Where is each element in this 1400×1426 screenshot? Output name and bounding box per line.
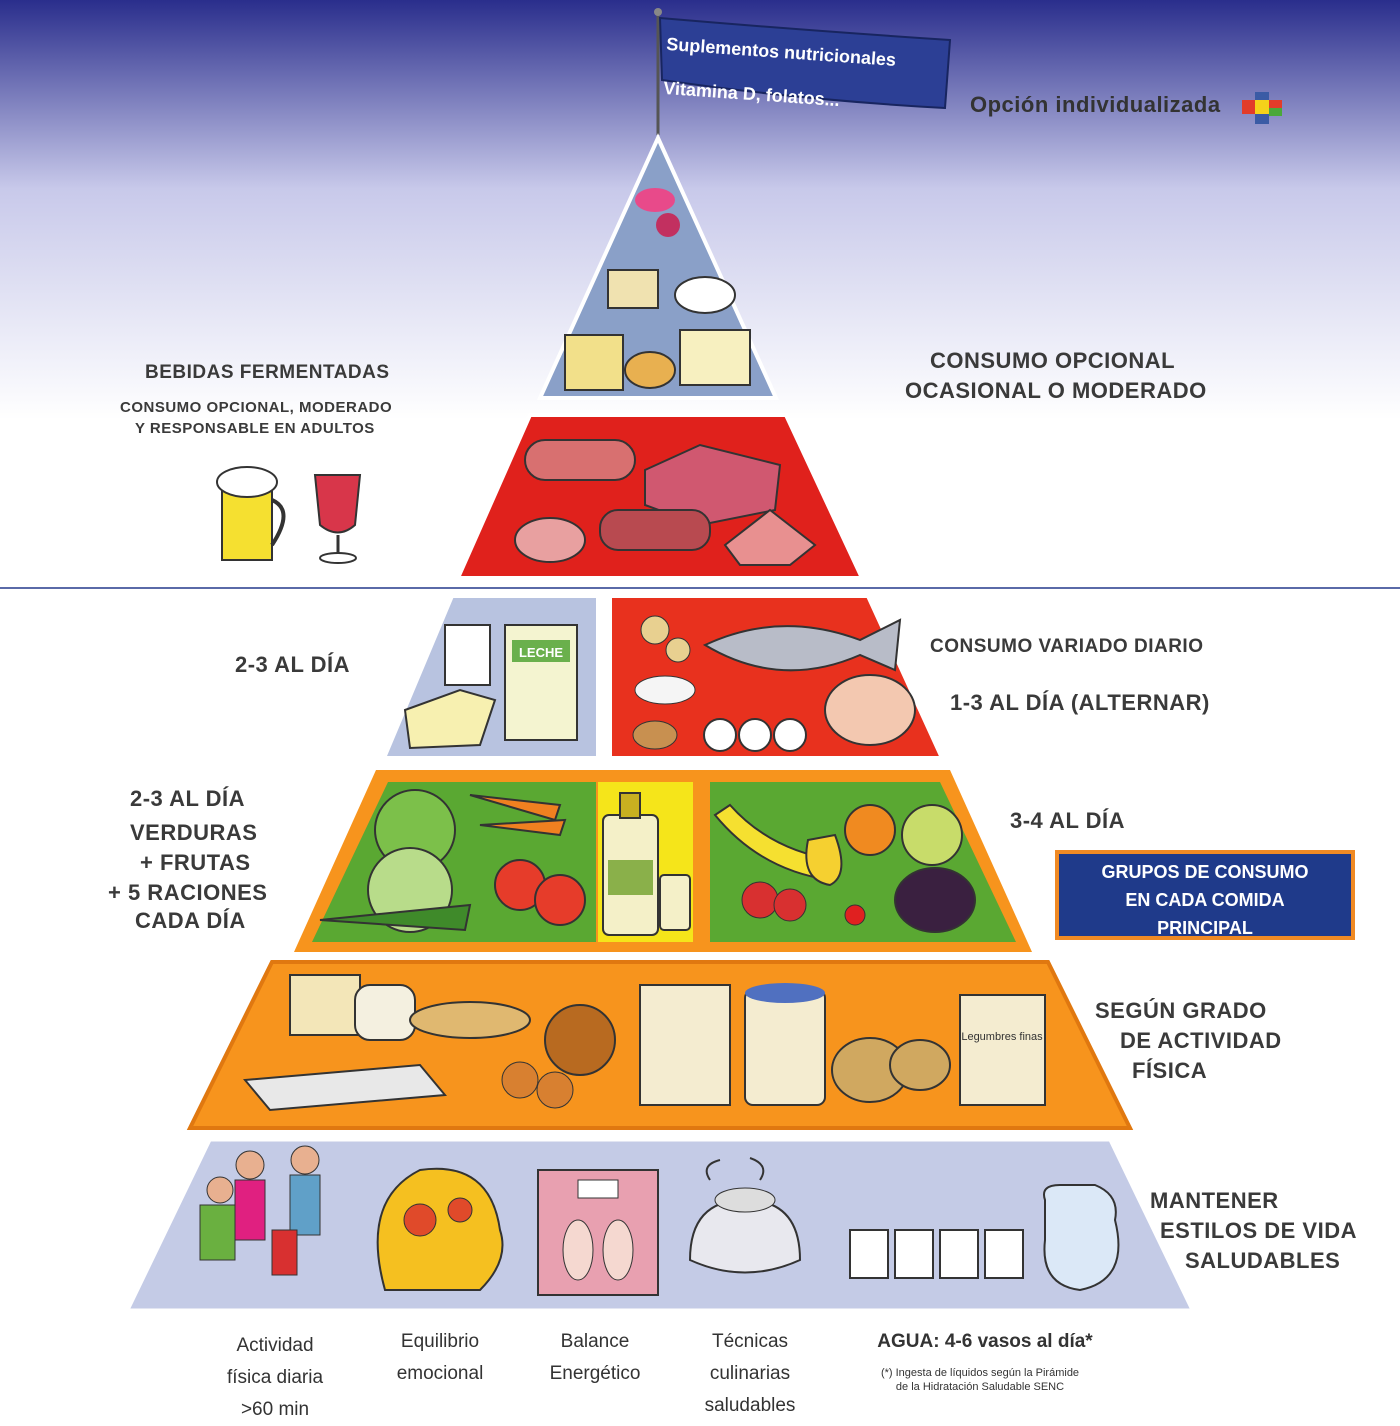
varied-consumption-label: CONSUMO VARIADO DIARIO: [930, 636, 1204, 657]
water-label: AGUA: 4-6 vasos al día*: [877, 1331, 1093, 1352]
veg-label: VERDURAS: [130, 820, 258, 845]
energy-balance-label: Balance Energético: [549, 1331, 641, 1384]
emotional-balance-label: Equilibrio emocional: [396, 1331, 484, 1384]
individual-option-label: Opción individualizada: [970, 92, 1221, 117]
svg-text:LECHE: LECHE: [519, 645, 563, 660]
family-walking-icon: [199, 1145, 321, 1276]
scale-icon: [537, 1169, 659, 1296]
flag-banner: [658, 16, 952, 110]
lifestyle-label-3: SALUDABLES: [1185, 1248, 1341, 1273]
occasional-moderate-label: OCASIONAL O MODERADO: [905, 378, 1207, 403]
meat-items: [514, 439, 817, 566]
physical-activity-label: Actividad física diaria >60 min: [226, 1335, 324, 1420]
groups-per-meal-box: GRUPOS DE CONSUMO EN CADA COMIDA PRINCIP…: [1055, 850, 1355, 940]
each-day-label: CADA DÍA: [135, 908, 246, 933]
flag-pole-top: [654, 8, 662, 16]
beer-and-wine-glasses: [216, 466, 362, 564]
fruits-label: + FRUTAS: [140, 850, 251, 875]
fermented-drinks-desc-1: CONSUMO OPCIONAL, MODERADO: [120, 399, 393, 416]
groups-per-meal-text: GRUPOS DE CONSUMO EN CADA COMIDA PRINCIP…: [1101, 862, 1309, 938]
protein-servings-label: 1-3 AL DÍA (ALTERNAR): [950, 690, 1210, 715]
protein-items: [632, 615, 916, 752]
individual-option-cross-icon: [1242, 92, 1282, 124]
dairy-servings-label: 2-3 AL DÍA: [235, 652, 351, 677]
dairy-items: LECHE: [403, 624, 578, 750]
five-servings-label: + 5 RACIONES: [108, 880, 268, 905]
activity-level-label-1: SEGÚN GRADO: [1095, 998, 1267, 1023]
water-glasses-icon: [849, 1184, 1120, 1292]
veg-servings-label: 2-3 AL DÍA: [130, 786, 246, 811]
water-footnote: (*) Ingesta de líquidos según la Pirámid…: [880, 1367, 1080, 1393]
tier-base: [125, 1138, 1195, 1312]
fermented-drinks-desc-2: Y RESPONSABLE EN ADULTOS: [135, 420, 375, 437]
lifestyle-label-2: ESTILOS DE VIDA: [1160, 1218, 1357, 1243]
fruit-servings-label: 3-4 AL DÍA: [1010, 808, 1126, 833]
cereal-items: Legumbres finas: [243, 974, 1046, 1112]
sweets-items: [564, 188, 751, 391]
activity-level-label-3: FÍSICA: [1132, 1058, 1208, 1083]
fermented-drinks-title: BEBIDAS FERMENTADAS: [145, 362, 390, 383]
cooking-pot-icon: [688, 1157, 802, 1274]
lifestyle-label-1: MANTENER: [1150, 1188, 1279, 1213]
activity-level-label-2: DE ACTIVIDAD: [1120, 1028, 1282, 1053]
legumes-package-label: Legumbres finas: [961, 1031, 1043, 1043]
optional-consumption-label: CONSUMO OPCIONAL: [930, 348, 1176, 373]
olive-oil-bottle: [602, 792, 691, 936]
veg-items: [319, 789, 586, 933]
fruit-items: [713, 803, 976, 933]
cooking-techniques-label: Técnicas culinarias saludables: [704, 1331, 796, 1416]
emotional-balance-head-icon: [376, 1167, 504, 1291]
